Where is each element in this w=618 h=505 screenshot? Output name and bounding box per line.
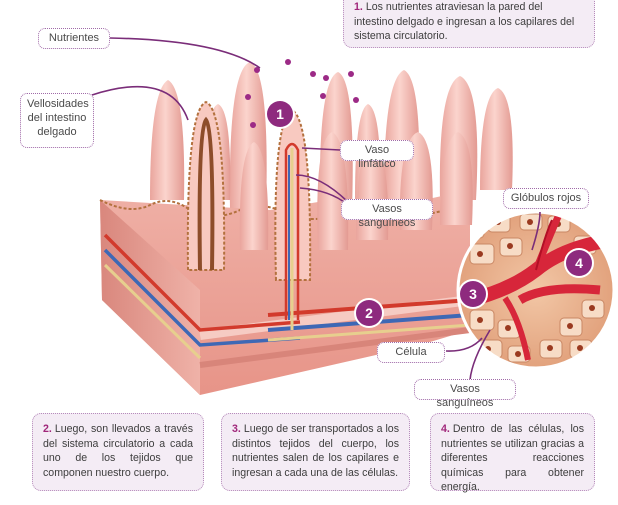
artery: [103, 233, 301, 332]
marker-3: 3: [460, 281, 486, 307]
label-celula: Célula: [377, 342, 445, 363]
vein: [103, 248, 301, 347]
marker-4: 4: [566, 250, 592, 276]
step-number: 2.: [43, 423, 52, 435]
info-box-step-4: 4.Dentro de las células, los nutrientes …: [430, 413, 595, 494]
step-number: 1.: [354, 1, 363, 13]
step-number: 4.: [441, 423, 450, 435]
leader-lines: [91, 37, 541, 381]
label-vasos-sanguineos: Vasos sanguíneos: [341, 199, 433, 229]
layer-band: [199, 295, 471, 340]
lymph-vessel: [103, 263, 202, 360]
step-text: Los nutrientes atraviesan la pared del i…: [354, 1, 575, 43]
info-box-step-1: 1.Los nutrientes atraviesan la pared del…: [343, 0, 595, 48]
step-text: Luego de ser transportados a los distint…: [232, 423, 399, 479]
villus-cut-left: [186, 100, 226, 271]
layer-band: [199, 327, 471, 368]
label-vellosidades: Vellosidades del intestino delgado: [20, 93, 94, 148]
step-number: 3.: [232, 423, 241, 435]
label-vaso-linfatico: Vaso linfático: [340, 140, 414, 170]
label-globulos-rojos: Glóbulos rojos: [503, 188, 589, 209]
label-vasos-sanguineos-2: Vasos sanguíneos: [414, 379, 516, 409]
label-nutrientes: Nutrientes: [38, 28, 110, 49]
nutrient-dots: [245, 59, 359, 128]
lymph-vessel: [267, 323, 471, 342]
step-text: Dentro de las células, los nutrientes se…: [441, 423, 584, 494]
info-box-step-2: 2.Luego, son llevados a través del siste…: [32, 413, 204, 491]
marker-1: 1: [267, 101, 293, 127]
step-text: Luego, son llevados a través del sistema…: [43, 423, 193, 479]
villus-cut-center: [274, 108, 312, 330]
info-box-step-3: 3.Luego de ser transportados a los disti…: [221, 413, 410, 491]
marker-2: 2: [356, 300, 382, 326]
intestine-wall-side: [100, 200, 200, 395]
